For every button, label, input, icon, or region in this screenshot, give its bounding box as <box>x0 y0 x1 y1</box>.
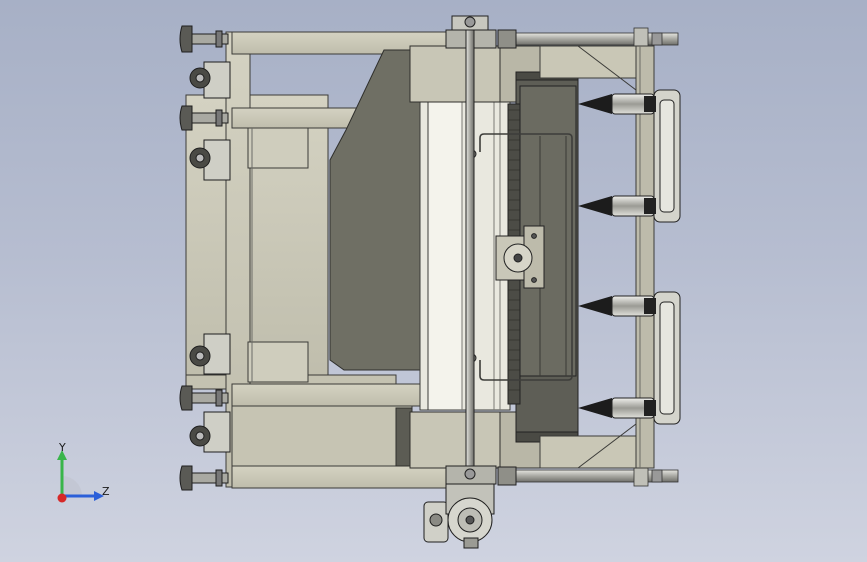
right-end-frame <box>539 45 655 469</box>
nozzle-2 <box>578 195 656 217</box>
nozzle-1 <box>578 93 656 115</box>
rod-end-nuts <box>497 29 517 486</box>
center-bearing-block[interactable] <box>495 225 545 289</box>
shaft-bearings <box>445 15 497 485</box>
caster-wheel-icon <box>189 61 231 453</box>
wire-handle[interactable] <box>479 133 573 381</box>
triad-y-label: Y <box>59 441 66 454</box>
triad-z-label: Z <box>102 485 110 498</box>
nozzle-3 <box>578 295 656 317</box>
roller-channel <box>419 99 511 411</box>
bumper-pads <box>653 89 681 425</box>
coordinate-triad-icon <box>57 450 104 503</box>
gear-motor-icon[interactable] <box>423 483 495 549</box>
nozzle-4 <box>578 397 656 419</box>
spray-nozzles <box>578 93 656 419</box>
leveling-foot-icon <box>179 25 229 491</box>
